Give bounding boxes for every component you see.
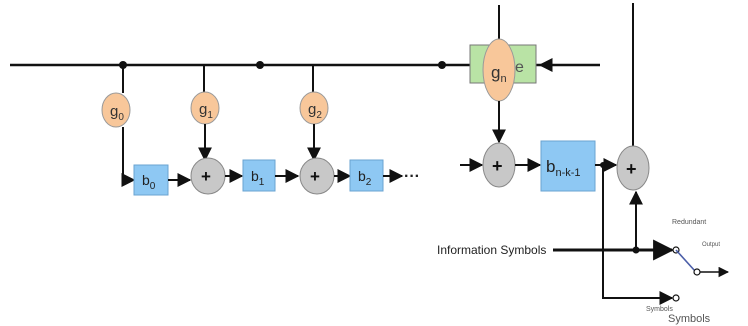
adder-1-symbol: +	[201, 167, 211, 186]
switch-arm	[675, 249, 696, 272]
bn-to-lower-switch	[602, 165, 674, 305]
register-bn	[540, 140, 596, 192]
switch-lower-contact	[672, 294, 680, 302]
gain-g0-label: g0	[110, 103, 124, 123]
gain-g0	[101, 92, 131, 128]
adder-n-symbol: +	[492, 156, 503, 176]
g0-to-b0-wire	[121, 127, 136, 187]
switch-lower-label: Symbols	[646, 306, 673, 313]
bottom-label: Symbols	[668, 313, 711, 325]
gain-g2-label: g2	[308, 101, 322, 121]
register-b1-label: b1	[251, 168, 265, 188]
gain-g1-label: g1	[199, 101, 213, 121]
switch-pivot	[693, 268, 701, 276]
bus-junction	[256, 61, 264, 69]
output-adder-symbol: +	[626, 159, 637, 179]
bus-junction	[438, 61, 446, 69]
ellipsis: ···	[404, 168, 420, 185]
output-adder	[616, 145, 650, 191]
adder-2-symbol: +	[310, 167, 320, 186]
switch-upper-label: Redundant	[672, 219, 706, 226]
register-b1	[242, 159, 276, 192]
feedback-gate-label: e	[515, 59, 524, 76]
information-symbols-label: Information Symbols	[437, 243, 546, 257]
register-bn-label: bn-k-1	[546, 157, 581, 179]
switch-output-label: Output	[702, 242, 720, 248]
register-b2-label: b2	[358, 168, 372, 188]
register-b0-label: b0	[142, 172, 156, 192]
gain-gn-label: gn	[491, 63, 507, 85]
